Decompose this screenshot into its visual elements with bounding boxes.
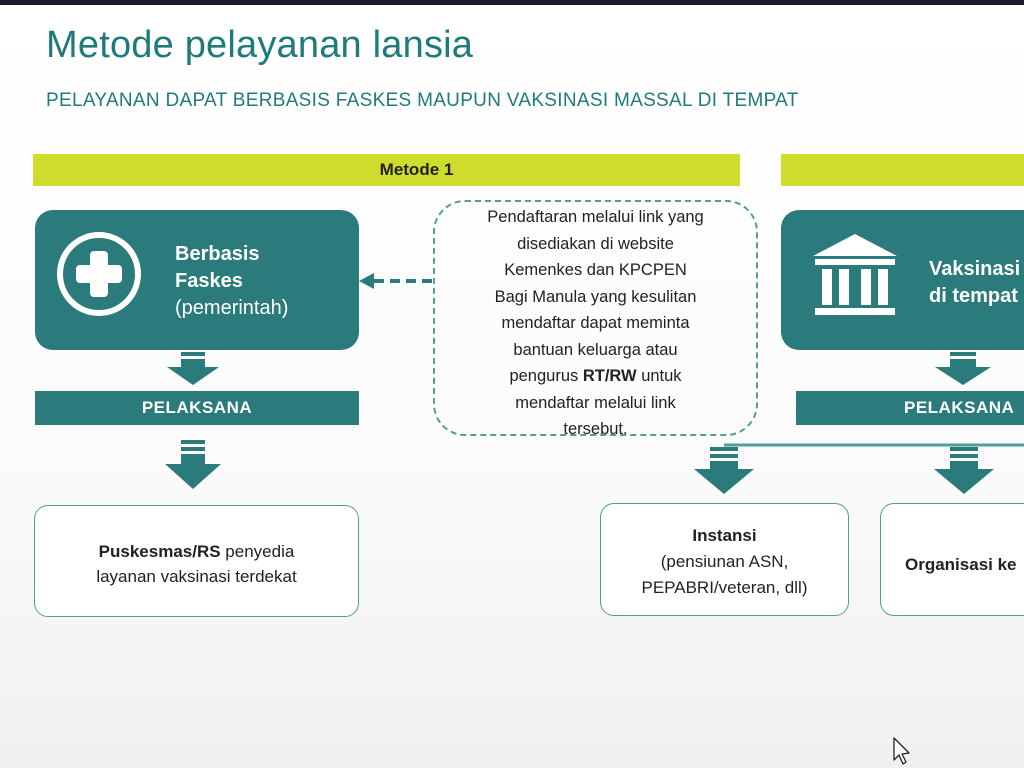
arrow-down-icon [694,447,754,494]
note-line: Bagi Manula yang kesulitan [494,287,697,306]
method1-band: Metode 1 [33,154,740,186]
vaksinasi-line1: Vaksinasi [929,258,1021,280]
note-line: mendaftar dapat meminta [501,314,690,332]
arrow-down-icon [934,447,994,494]
faskes-box: Berbasis Faskes (pemerintah) [35,210,359,350]
note-line: bantuan keluarga atau [513,340,678,359]
instansi-title: Instansi [692,526,757,545]
method2-band [781,154,1024,186]
puskesmas-line2: layanan vaksinasi terdekat [96,567,297,586]
medical-cross-icon [57,232,141,316]
government-building-icon [813,234,897,315]
note-line: tersebut. [563,420,628,438]
puskesmas-bold: Puskesmas/RS [98,542,221,561]
vaksinasi-box: Vaksinasi di tempat [781,210,1024,350]
pelaksana-bar-2: PELAKSANA [796,391,1024,425]
arrow-down-icon [935,352,991,385]
arrow-down-icon [165,440,221,489]
note-line: disediakan di website [517,234,674,253]
registration-note: Pendaftaran melalui link yang disediakan… [433,200,758,438]
arrow-down-icon [167,352,219,385]
dashed-arrow-left-icon [359,273,432,289]
puskesmas-box: Puskesmas/RS penyedia layanan vaksinasi … [34,505,359,617]
mouse-cursor-icon [893,737,910,765]
vaksinasi-line2: di tempat [929,285,1018,307]
organisasi-title: Organisasi ke [905,555,1017,574]
slide-title: Metode pelayanan lansia [46,24,474,66]
note-line7-pre: pengurus [509,367,583,385]
faskes-line2: Faskes [175,270,243,292]
faskes-line1: Berbasis [175,243,260,265]
instansi-line2: (pensiunan ASN, [660,552,789,571]
method1-band-label: Metode 1 [379,160,454,179]
note-line-7: pengurus RT/RW untuk [435,363,756,390]
organisasi-box: Organisasi ke [880,503,1024,616]
puskesmas-rest: penyedia [220,542,295,561]
note-line: mendaftar melalui link [515,393,676,412]
instansi-box: Instansi (pensiunan ASN, PEPABRI/veteran… [600,503,849,616]
note-line7-post: untuk [636,367,682,385]
top-strip [0,0,1024,5]
note-line: Kemenkes dan KPCPEN [504,261,687,279]
slide-subtitle: PELAYANAN DAPAT BERBASIS FASKES MAUPUN V… [46,90,799,111]
faskes-line3: (pemerintah) [175,297,289,319]
note-rtrw: RT/RW [582,367,637,385]
note-line: Pendaftaran melalui link yang [487,208,704,226]
pelaksana-bar-1: PELAKSANA [35,391,359,425]
instansi-line3: PEPABRI/veteran, dll) [641,578,808,597]
